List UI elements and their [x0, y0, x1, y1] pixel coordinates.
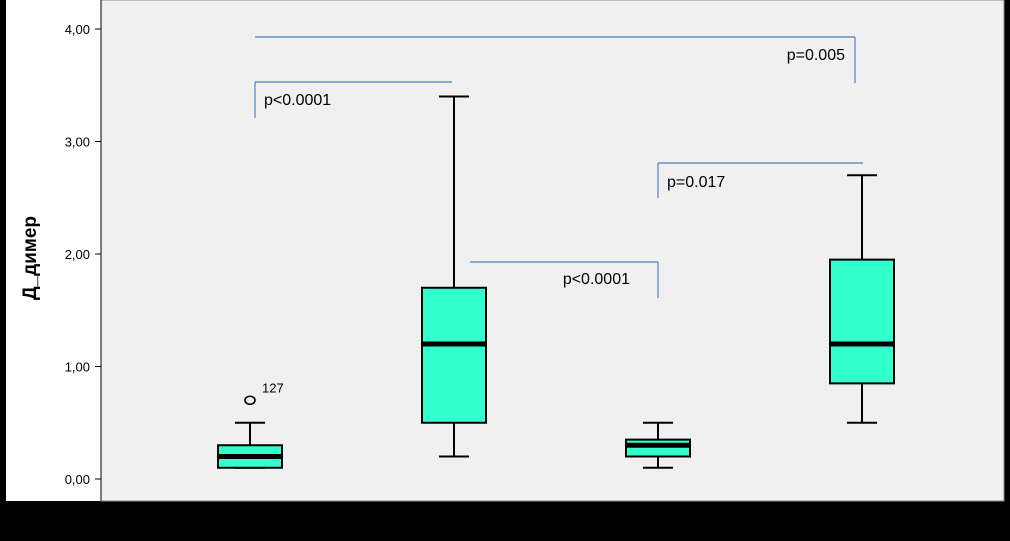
box-series: 127 — [217, 95, 895, 469]
box-group — [829, 174, 895, 424]
box-group: 127 — [217, 380, 284, 469]
bracket: p<0.0001 — [254, 81, 452, 118]
y-tick-label: 2,00 — [65, 247, 90, 262]
p-value-label: p<0.0001 — [563, 271, 630, 288]
p-value-label: p=0.005 — [787, 47, 845, 64]
iqr-box — [421, 286, 487, 424]
bracket: p=0.017 — [657, 162, 863, 198]
iqr-box — [829, 258, 895, 385]
y-tick-label: 0,00 — [65, 472, 90, 487]
y-tick-label: 3,00 — [65, 135, 90, 150]
bracket: p=0.005 — [255, 36, 856, 83]
y-tick-label: 4,00 — [65, 22, 90, 37]
iqr-box — [625, 438, 691, 458]
box-group — [421, 95, 487, 458]
plot-area — [100, 0, 1005, 502]
outlier-point — [244, 395, 256, 406]
y-axis-title: Д_димер — [20, 216, 41, 300]
box-group — [625, 421, 691, 469]
y-ticks: 0,00 1,00 2,00 3,00 4,00 — [65, 22, 101, 487]
label-panel — [6, 0, 101, 501]
bracket: p<0.0001 — [470, 261, 659, 298]
y-tick-label: 1,00 — [65, 360, 90, 375]
significance-brackets: p<0.0001 p=0.005 p<0.0001 p=0.017 — [254, 36, 863, 298]
outlier-label: 127 — [262, 380, 284, 395]
p-value-label: p=0.017 — [667, 174, 725, 191]
p-value-label: p<0.0001 — [264, 92, 331, 109]
